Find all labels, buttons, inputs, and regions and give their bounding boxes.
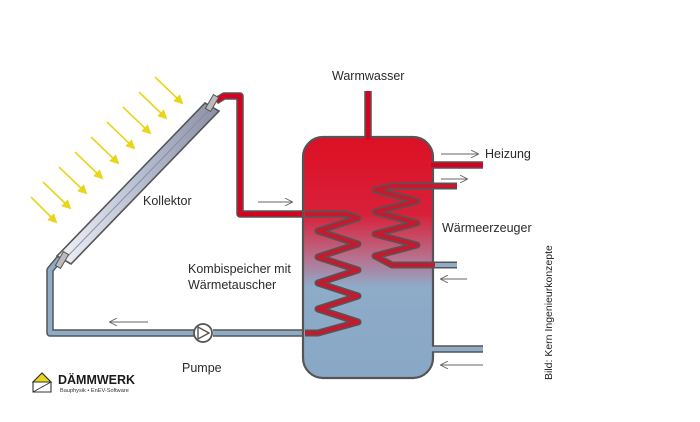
pump <box>193 323 213 343</box>
hot-flow-pipe <box>214 92 305 218</box>
cold-return-pipe <box>46 255 303 337</box>
flow-arrows <box>110 154 483 365</box>
solar-collector <box>54 93 221 270</box>
image-credit: Bild: Kern Ingenieurkonzepte <box>543 245 555 380</box>
sun-rays <box>30 76 184 224</box>
house-logo-icon <box>31 372 53 393</box>
label-waermeerzeuger: Wärmeerzeuger <box>442 221 532 235</box>
label-kollektor: Kollektor <box>143 194 192 208</box>
daemmwerk-logo: DÄMMWERK Bauphysik • EnEV-Software <box>31 372 135 394</box>
label-kombispeicher-line1: Kombispeicher mit <box>188 262 291 276</box>
solar-heat-exchanger-coil <box>305 210 362 337</box>
label-warmwasser: Warmwasser <box>332 69 404 83</box>
logo-name: DÄMMWERK <box>58 372 135 387</box>
label-kombispeicher-line2: Wärmetauscher <box>188 278 276 292</box>
label-pumpe: Pumpe <box>182 361 222 375</box>
heat-generator-coil <box>371 182 457 269</box>
label-heizung: Heizung <box>485 147 531 161</box>
logo-tagline: Bauphysik • EnEV-Software <box>60 388 129 394</box>
heating-pipes <box>431 161 483 353</box>
